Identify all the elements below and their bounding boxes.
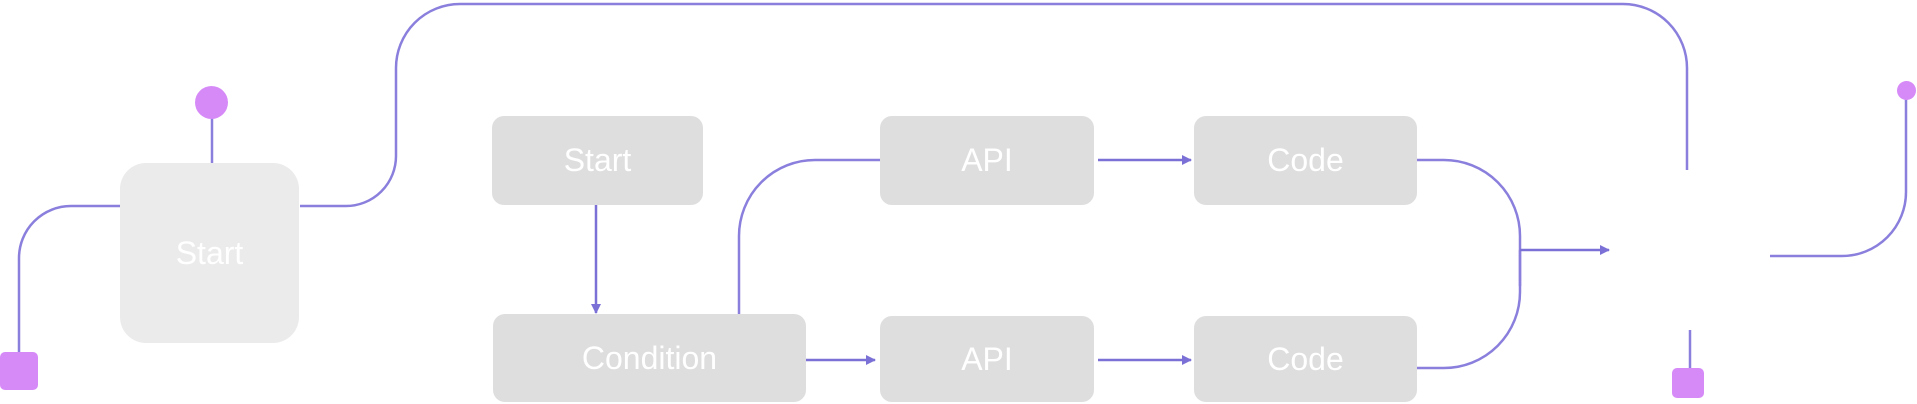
left-input-handle[interactable] [0,352,38,390]
connector-input-to-start [17,204,120,352]
connector-start-loop [300,2,1689,208]
right-edge-handle[interactable] [1897,81,1916,100]
code-top-node[interactable]: Code [1194,116,1417,205]
api-top-node[interactable]: API [880,116,1094,205]
bottom-right-handle[interactable] [1672,368,1704,398]
outer-start-node[interactable]: Start [120,163,299,343]
api-top-label: API [961,142,1013,178]
api-bottom-node[interactable]: API [880,316,1094,402]
code-bottom-label: Code [1267,340,1344,377]
edge-code-top-merge [1417,158,1522,286]
condition-label: Condition [581,339,718,376]
outer-start-top-handle[interactable] [195,86,228,119]
condition-node[interactable]: Condition [493,314,806,402]
inner-start-node[interactable]: Start [492,116,703,205]
edge-code-bottom-merge [1417,250,1522,370]
code-bottom-node[interactable]: Code [1194,316,1417,402]
inner-start-label: Start [563,142,632,178]
connector-right-output [1770,92,1908,258]
api-bottom-label: API [961,340,1013,377]
edge-condition-to-api-top [737,158,880,314]
outer-start-label: Start [175,234,244,271]
code-top-label: Code [1267,142,1344,178]
